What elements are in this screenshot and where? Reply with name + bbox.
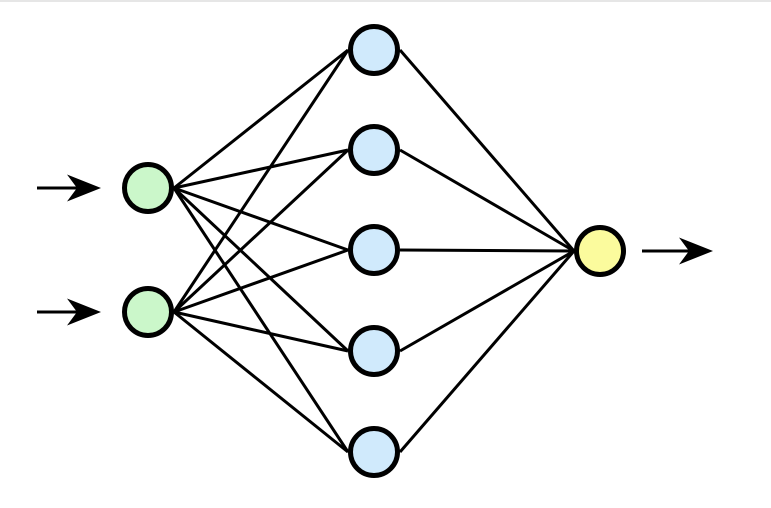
hidden-node-h4 xyxy=(348,325,400,377)
output-arrow-icon-1-head xyxy=(679,237,713,265)
input-arrow-icon-1 xyxy=(37,174,101,202)
edge-i1-h3 xyxy=(173,186,349,252)
hidden-node-h2 xyxy=(348,124,400,176)
hidden-node-h1 xyxy=(348,24,400,76)
edge-i1-h4 xyxy=(172,186,350,353)
edge-i2-h2 xyxy=(172,148,350,314)
edge-i1-h1 xyxy=(173,48,349,190)
input-node-i1 xyxy=(122,162,174,214)
edge-i2-h3 xyxy=(173,248,349,314)
edge-h2-o1 xyxy=(399,148,575,253)
edge-i2-h5 xyxy=(173,310,349,454)
edge-i2-h4 xyxy=(173,310,349,353)
output-arrow-icon-1 xyxy=(642,237,713,265)
input-arrow-icon-2 xyxy=(37,298,101,326)
edge-i2-h1 xyxy=(172,49,350,313)
input-arrow-icon-2-head xyxy=(67,298,101,326)
window-top-edge xyxy=(0,0,771,2)
edge-h1-o1 xyxy=(398,49,576,252)
edge-i1-h5 xyxy=(172,187,350,453)
edge-h4-o1 xyxy=(399,249,575,353)
hidden-node-h5 xyxy=(348,426,400,478)
output-node-o1 xyxy=(574,225,626,277)
input-node-i2 xyxy=(122,286,174,338)
input-arrow-icon-1-head xyxy=(67,174,101,202)
edge-h3-o1 xyxy=(399,248,575,253)
edge-i1-h2 xyxy=(173,148,349,190)
hidden-node-h3 xyxy=(348,224,400,276)
edge-h5-o1 xyxy=(398,250,576,453)
